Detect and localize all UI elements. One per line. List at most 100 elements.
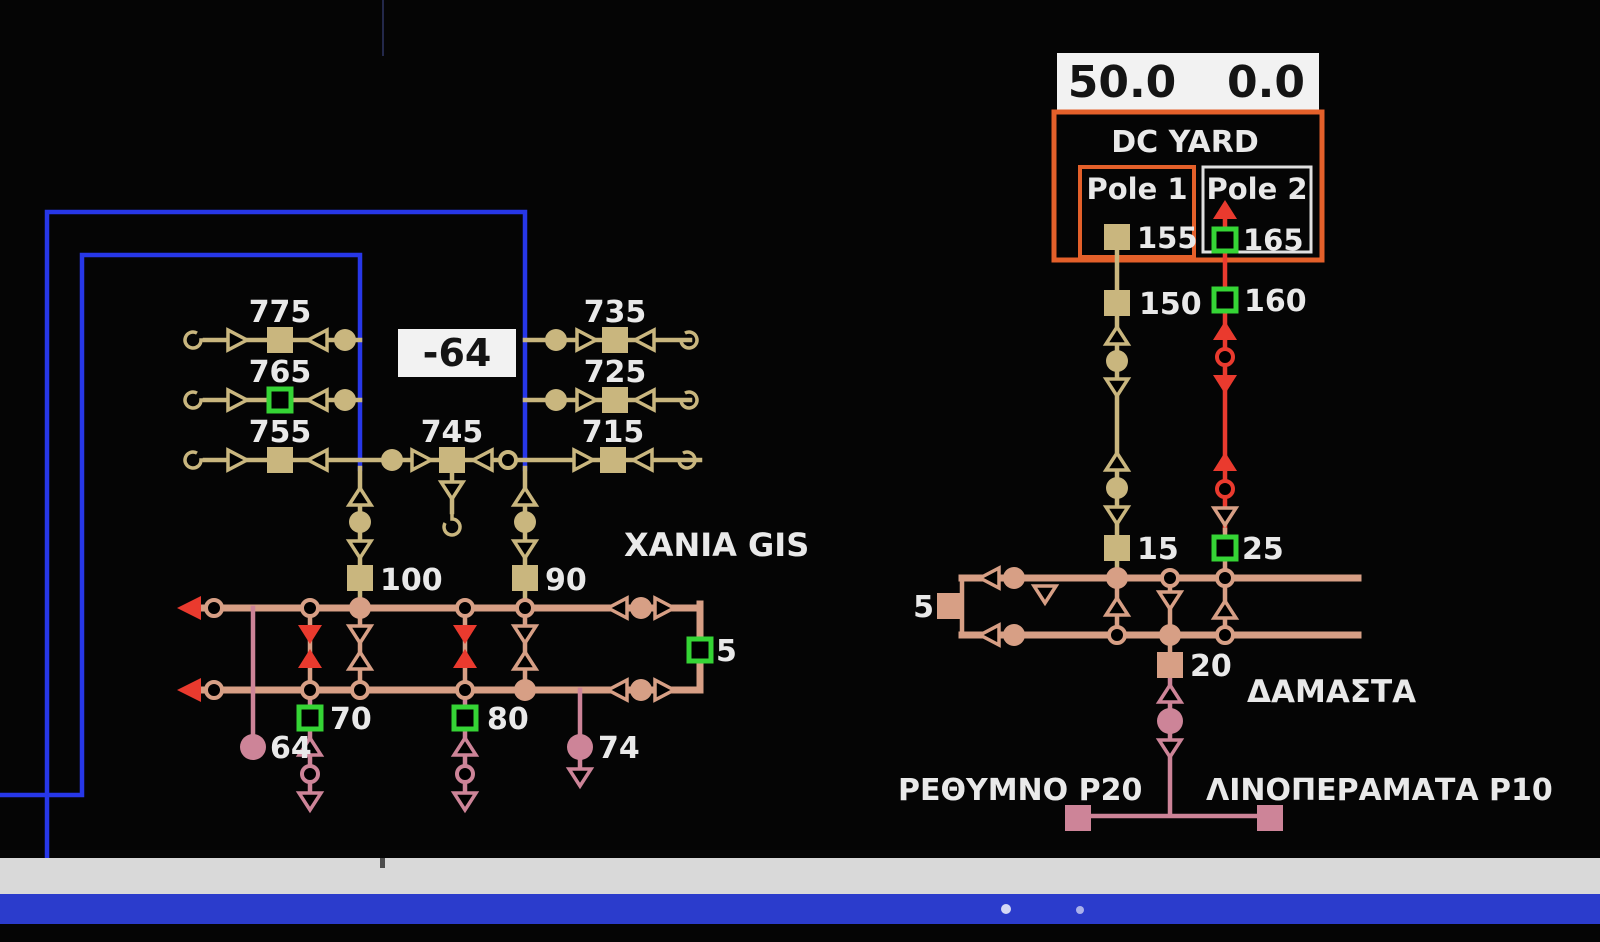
label-725: 725 bbox=[584, 355, 647, 390]
switch-icon[interactable] bbox=[300, 680, 320, 700]
label-765: 765 bbox=[249, 355, 312, 390]
breaker-165-open[interactable] bbox=[1214, 229, 1236, 251]
junction-dot-icon bbox=[514, 511, 536, 533]
label-20: 20 bbox=[1190, 649, 1232, 684]
breaker-160-open[interactable] bbox=[1214, 289, 1236, 311]
label-100: 100 bbox=[380, 563, 443, 598]
junction-dot-icon bbox=[349, 597, 371, 619]
breaker-745[interactable] bbox=[439, 447, 465, 473]
breaker-5r[interactable] bbox=[937, 593, 963, 619]
bezel-blue-band bbox=[0, 894, 1600, 924]
switch-icon[interactable] bbox=[455, 764, 475, 784]
pole2-title: Pole 2 bbox=[1206, 172, 1307, 206]
label-5r: 5 bbox=[913, 590, 934, 625]
label-755: 755 bbox=[249, 415, 312, 450]
feeder-label-linoperamata: ΛΙΝΟΠΕΡΑΜΑΤΑ Ρ10 bbox=[1206, 773, 1553, 808]
switch-icon[interactable] bbox=[1215, 479, 1235, 499]
label-70: 70 bbox=[330, 702, 372, 737]
feeder-74-node[interactable] bbox=[567, 734, 593, 760]
breaker-755[interactable] bbox=[267, 447, 293, 473]
remote-link-rethymno[interactable] bbox=[1065, 805, 1091, 831]
feeder-wiring bbox=[250, 605, 583, 809]
junction-dot-icon bbox=[545, 389, 567, 411]
breaker-5-open[interactable] bbox=[689, 639, 711, 661]
switch-icon[interactable] bbox=[300, 764, 320, 784]
switch-icon[interactable] bbox=[204, 680, 224, 700]
junction-dot-icon bbox=[514, 679, 536, 701]
station-name-xania: XANIA GIS bbox=[624, 526, 809, 564]
breaker-90[interactable] bbox=[512, 565, 538, 591]
junction-dot-icon bbox=[334, 329, 356, 351]
switch-icon[interactable] bbox=[515, 598, 535, 618]
pole1-box bbox=[1078, 165, 1196, 259]
switch-icon[interactable] bbox=[455, 598, 475, 618]
remote-link-linoperamata[interactable] bbox=[1257, 805, 1283, 831]
label-160: 160 bbox=[1244, 284, 1307, 319]
switch-icon[interactable] bbox=[1107, 625, 1127, 645]
bezel-seam-tick bbox=[380, 858, 385, 868]
flow-meter-box bbox=[398, 329, 516, 377]
switch-icon[interactable] bbox=[1160, 568, 1180, 588]
switch-icon[interactable] bbox=[1215, 625, 1235, 645]
label-90: 90 bbox=[545, 563, 587, 598]
junction-dot-icon bbox=[334, 389, 356, 411]
pole2-box bbox=[1201, 165, 1313, 254]
dc-power-value-right: 0.0 bbox=[1227, 57, 1305, 108]
label-165: 165 bbox=[1243, 223, 1304, 257]
dc-yard-title: DC YARD bbox=[1111, 125, 1258, 160]
label-25: 25 bbox=[1242, 532, 1284, 567]
switch-icon[interactable] bbox=[204, 598, 224, 618]
junction-dot-icon bbox=[1003, 567, 1025, 589]
switch-icon[interactable] bbox=[1215, 568, 1235, 588]
label-64: 64 bbox=[270, 731, 312, 766]
monitor-bezel-seam bbox=[382, 0, 384, 56]
junction-dot-icon bbox=[545, 329, 567, 351]
breaker-70-open[interactable] bbox=[299, 707, 321, 729]
junction-dot-icon bbox=[349, 511, 371, 533]
label-5: 5 bbox=[716, 634, 737, 669]
label-735: 735 bbox=[584, 295, 647, 330]
breaker-765-open[interactable] bbox=[269, 389, 291, 411]
switch-icon[interactable] bbox=[350, 680, 370, 700]
junction-dot-icon bbox=[1106, 567, 1128, 589]
dc-yard: 50.0 0.0 DC YARD Pole 1 Pole 2 155 150 1… bbox=[1051, 53, 1325, 579]
feeder-line-inner bbox=[0, 252, 363, 798]
dc-power-readout-box bbox=[1057, 53, 1319, 110]
label-775: 775 bbox=[249, 295, 312, 330]
junction-dot-icon bbox=[381, 449, 403, 471]
station-name-damasta: ΔΑΜΑΣΤΑ bbox=[1247, 674, 1416, 710]
breaker-15[interactable] bbox=[1104, 535, 1130, 561]
label-715: 715 bbox=[582, 415, 645, 450]
breaker-725[interactable] bbox=[602, 387, 628, 413]
breaker-20[interactable] bbox=[1157, 652, 1183, 678]
feeder-64-node[interactable] bbox=[240, 734, 266, 760]
indicator-light-icon bbox=[1001, 904, 1011, 914]
indicator-light-icon bbox=[1076, 906, 1084, 914]
breaker-25-open[interactable] bbox=[1214, 537, 1236, 559]
label-155: 155 bbox=[1137, 221, 1198, 255]
breaker-100[interactable] bbox=[347, 565, 373, 591]
label-15: 15 bbox=[1137, 532, 1179, 567]
switch-icon[interactable] bbox=[300, 598, 320, 618]
xania-station: -64 775 765 755 745 735 725 715 100 90 X… bbox=[177, 295, 809, 812]
label-74: 74 bbox=[598, 731, 640, 766]
pole1-title: Pole 1 bbox=[1086, 172, 1187, 206]
flow-meter-value: -64 bbox=[423, 331, 492, 375]
feeder-node[interactable] bbox=[1157, 708, 1183, 734]
switch-icon[interactable] bbox=[455, 680, 475, 700]
switch-icon[interactable] bbox=[498, 450, 518, 470]
dc-yard-box bbox=[1051, 109, 1325, 263]
breaker-715[interactable] bbox=[600, 447, 626, 473]
junction-dot-icon bbox=[630, 597, 652, 619]
junction-dot-icon bbox=[1106, 350, 1128, 372]
breaker-775[interactable] bbox=[267, 327, 293, 353]
label-150: 150 bbox=[1139, 287, 1202, 322]
breaker-155[interactable] bbox=[1104, 224, 1130, 250]
breaker-80-open[interactable] bbox=[454, 707, 476, 729]
feeder-label-rethymno: ΡΕΘΥΜΝΟ Ρ20 bbox=[898, 773, 1142, 808]
breaker-735[interactable] bbox=[602, 327, 628, 353]
breaker-150[interactable] bbox=[1104, 290, 1130, 316]
switch-icon[interactable] bbox=[1215, 347, 1235, 367]
